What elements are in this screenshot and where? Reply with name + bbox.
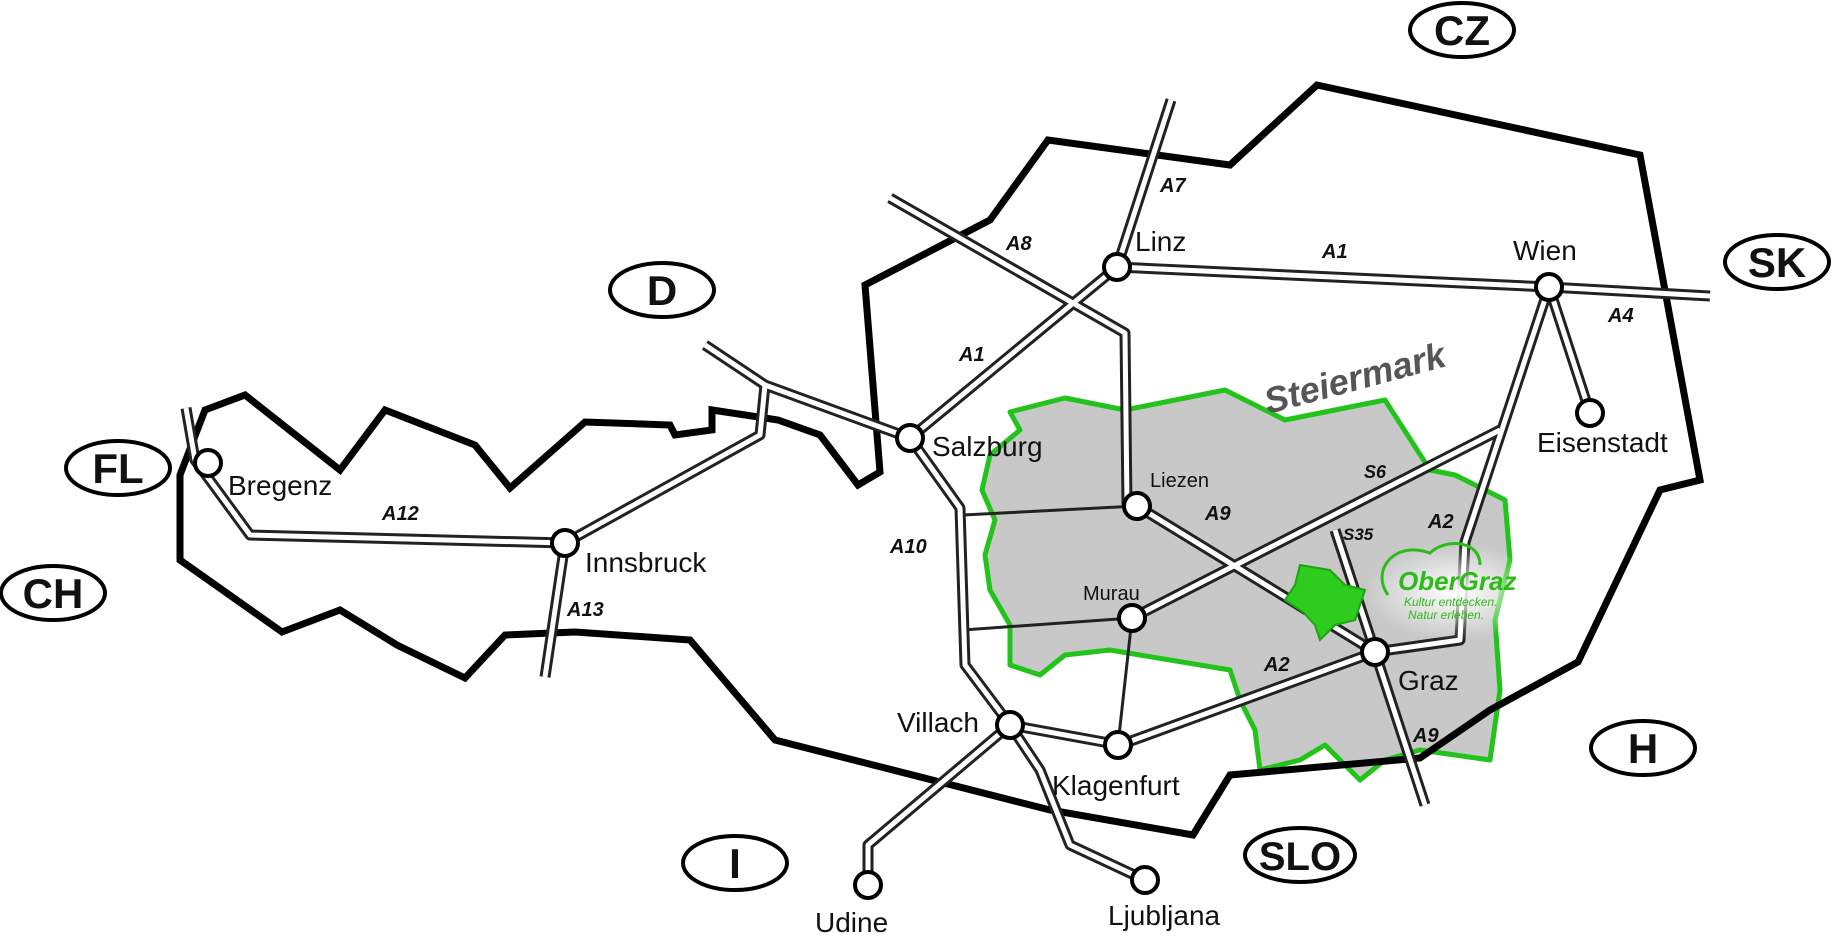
logo-line-1: Kultur entdecken. bbox=[1404, 595, 1497, 609]
country-code-fl: FL bbox=[92, 445, 143, 492]
city-label-wien: Wien bbox=[1513, 235, 1577, 266]
country-code-i: I bbox=[729, 840, 741, 887]
road-label-a10: A10 bbox=[889, 536, 927, 558]
road-label-a1-west: A1 bbox=[958, 344, 985, 366]
city-labels: Linz Wien Salzburg Eisenstadt Bregenz In… bbox=[228, 226, 1668, 938]
country-badge-h: H bbox=[1589, 719, 1697, 777]
city-label-linz: Linz bbox=[1135, 226, 1186, 257]
country-badge-slo: SLO bbox=[1243, 826, 1357, 884]
node-wien bbox=[1534, 272, 1564, 302]
country-code-d: D bbox=[647, 267, 677, 314]
country-badge-sk: SK bbox=[1723, 233, 1831, 291]
road-label-a7: A7 bbox=[1159, 175, 1186, 197]
country-badge-cz: CZ bbox=[1408, 1, 1516, 59]
node-villach bbox=[995, 710, 1025, 740]
city-label-salzburg: Salzburg bbox=[932, 431, 1043, 462]
city-label-ljubljana: Ljubljana bbox=[1108, 900, 1221, 931]
obergraz-logo: OberGraz Kultur entdecken. Natur erleben… bbox=[1365, 542, 1545, 640]
node-bregenz bbox=[193, 448, 223, 478]
country-code-cz: CZ bbox=[1434, 7, 1490, 54]
country-badge-i: I bbox=[681, 834, 789, 892]
country-badge-d: D bbox=[608, 261, 716, 319]
city-label-innsbruck: Innsbruck bbox=[585, 547, 707, 578]
road-a8 bbox=[888, 195, 1130, 506]
country-code-slo: SLO bbox=[1259, 835, 1341, 879]
road-label-a8: A8 bbox=[1005, 233, 1032, 255]
logo-heart-icon bbox=[1380, 542, 1482, 596]
node-liezen bbox=[1122, 491, 1152, 521]
node-graz bbox=[1360, 637, 1390, 667]
connector-lines bbox=[962, 504, 1138, 746]
city-label-bregenz: Bregenz bbox=[228, 470, 332, 501]
road-label-a2-south: A2 bbox=[1263, 654, 1290, 676]
road-label-a12: A12 bbox=[381, 503, 419, 525]
city-label-liezen: Liezen bbox=[1150, 470, 1209, 492]
node-udine bbox=[853, 870, 883, 900]
road-a12 bbox=[183, 407, 566, 546]
city-label-graz: Graz bbox=[1398, 665, 1459, 696]
country-badge-fl: FL bbox=[64, 439, 172, 497]
road-a4 bbox=[1546, 286, 1593, 414]
road-label-s35: S35 bbox=[1343, 525, 1374, 544]
connector-liezen-west bbox=[962, 504, 1138, 517]
city-label-udine: Udine bbox=[815, 907, 888, 938]
road-s6 bbox=[1130, 427, 1502, 621]
city-label-villach: Villach bbox=[897, 707, 979, 738]
connector-murau-klagenfurt bbox=[1116, 617, 1134, 746]
road-label-a1-east: A1 bbox=[1321, 241, 1348, 263]
road-villach-ljubljana bbox=[1007, 723, 1147, 883]
node-linz bbox=[1102, 252, 1132, 282]
country-code-sk: SK bbox=[1748, 239, 1806, 286]
road-a9 bbox=[1135, 503, 1377, 655]
logo-line-2: Natur erleben. bbox=[1408, 608, 1484, 622]
road-label-a4: A4 bbox=[1607, 305, 1634, 327]
graz-area bbox=[1283, 563, 1367, 642]
road-labels: A7 A8 A1 A1 A4 A12 A13 A10 A9 S6 A2 S35 … bbox=[381, 175, 1634, 747]
road-a1 bbox=[908, 264, 1711, 440]
country-code-h: H bbox=[1628, 725, 1658, 772]
road-label-a13: A13 bbox=[566, 599, 604, 621]
city-label-eisenstadt: Eisenstadt bbox=[1537, 427, 1668, 458]
node-klagenfurt bbox=[1103, 730, 1133, 760]
node-murau bbox=[1117, 603, 1147, 633]
road-label-a9-south: A9 bbox=[1412, 725, 1439, 747]
country-labels: CZ SK D FL CH H I SLO bbox=[0, 1, 1831, 892]
road-a7 bbox=[1114, 99, 1174, 268]
node-ljubljana bbox=[1130, 865, 1160, 895]
city-nodes bbox=[193, 252, 1605, 900]
road-label-s6: S6 bbox=[1364, 462, 1387, 482]
logo-title: OberGraz bbox=[1398, 566, 1517, 596]
node-innsbruck bbox=[550, 528, 580, 558]
motorways bbox=[180, 98, 1711, 885]
road-innsbruck-east bbox=[542, 384, 768, 678]
city-label-murau: Murau bbox=[1083, 583, 1140, 605]
road-label-a2-east: A2 bbox=[1427, 511, 1454, 533]
country-badge-ch: CH bbox=[0, 564, 107, 622]
city-label-klagenfurt: Klagenfurt bbox=[1052, 770, 1180, 801]
connector-murau-west bbox=[962, 616, 1133, 632]
country-code-ch: CH bbox=[23, 570, 84, 617]
road-label-a9-north: A9 bbox=[1204, 503, 1231, 525]
node-salzburg bbox=[895, 423, 925, 453]
austria-border bbox=[176, 81, 1705, 839]
node-eisenstadt bbox=[1575, 398, 1605, 428]
road-a10 bbox=[907, 436, 1012, 727]
